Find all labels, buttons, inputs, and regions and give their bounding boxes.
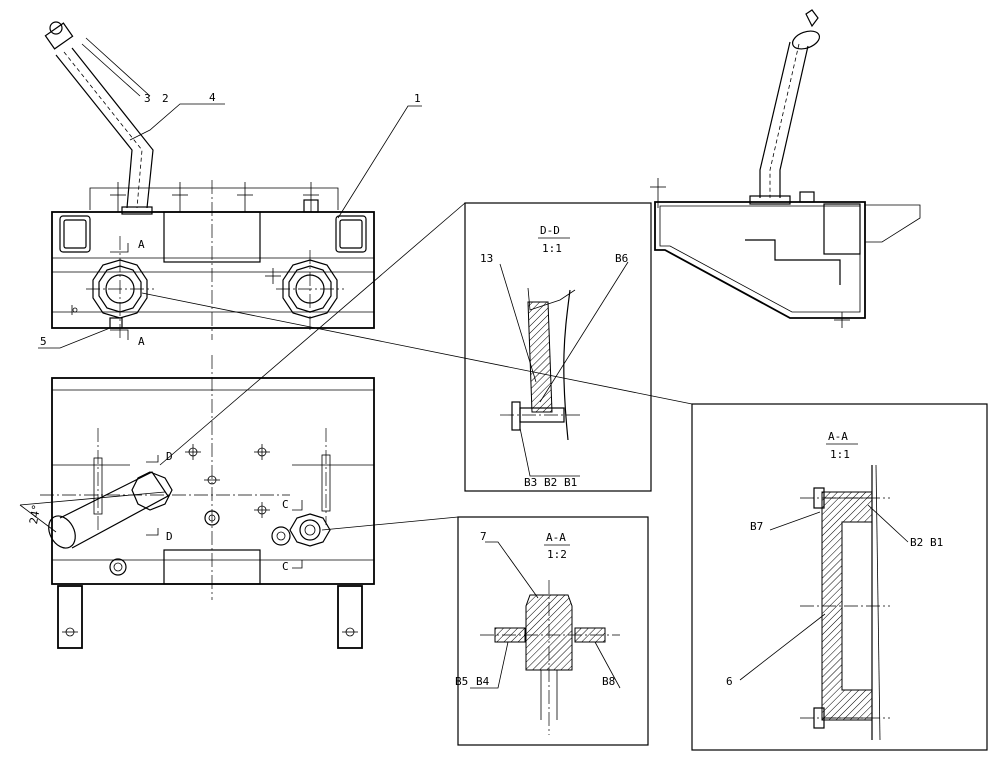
labels: 1 2 3 4 5 6 7 13 A A D D C C 24° D-D 1:1… <box>27 91 943 688</box>
fitting-c <box>271 500 331 569</box>
leaders <box>38 37 693 531</box>
section-d-bottom: D <box>166 530 173 543</box>
label-1: 1 <box>414 92 421 105</box>
top-view <box>19 355 375 649</box>
label-2: 2 <box>162 92 169 105</box>
detail-aa-large <box>691 403 988 751</box>
aa-small-label-b5: B5 <box>455 675 468 688</box>
flange-right <box>265 250 344 330</box>
dd-title: D-D <box>540 224 560 237</box>
dd-label-b3: B3 <box>524 476 537 489</box>
label-4: 4 <box>209 91 216 104</box>
section-c-top: C <box>282 498 289 511</box>
aa-large-label-b2: B2 <box>910 536 923 549</box>
aa-large-label-b7: B7 <box>750 520 763 533</box>
section-a-top: A <box>138 238 145 251</box>
label-3: 3 <box>144 92 151 105</box>
label-6: 6 <box>726 675 733 688</box>
aa-large-scale: 1:1 <box>830 448 850 461</box>
aa-large-label-b1: B1 <box>930 536 943 549</box>
detail-dd <box>464 202 652 492</box>
label-7: 7 <box>480 530 487 543</box>
aa-small-scale: 1:2 <box>547 548 567 561</box>
aa-large-title: A-A <box>828 430 848 443</box>
detail-aa-small <box>457 516 649 746</box>
angle-label: 24° <box>27 503 43 525</box>
section-a-bottom: A <box>138 335 145 348</box>
dd-label-b2: B2 <box>544 476 557 489</box>
filler-tube <box>44 21 154 215</box>
aa-small-label-b4: B4 <box>476 675 490 688</box>
front-view <box>44 21 375 340</box>
legs <box>57 585 363 649</box>
dd-label-b6: B6 <box>615 252 628 265</box>
crosshairs <box>109 444 270 576</box>
side-view <box>650 9 921 328</box>
section-c-bottom: C <box>282 560 289 573</box>
tube-top-view <box>19 471 173 549</box>
label-13: 13 <box>480 252 493 265</box>
aa-small-label-b8: B8 <box>602 675 615 688</box>
section-d-top: D <box>166 450 173 463</box>
aa-small-title: A-A <box>546 531 566 544</box>
label-5: 5 <box>40 335 47 348</box>
dd-scale: 1:1 <box>542 242 562 255</box>
dd-label-b1: B1 <box>564 476 577 489</box>
